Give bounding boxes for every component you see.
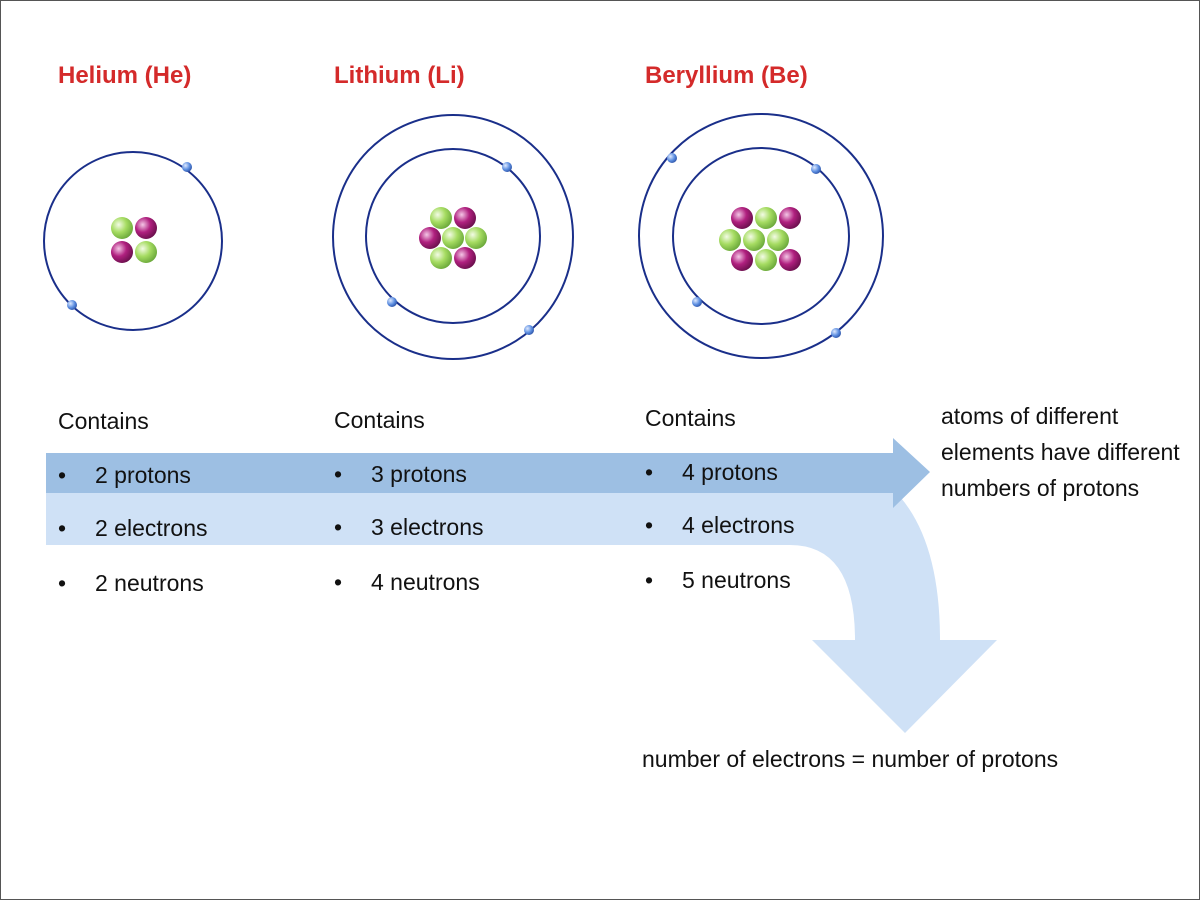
protons-arrow: [46, 438, 930, 508]
electrons-note: number of electrons = number of protons: [642, 746, 1059, 772]
lithium-atom: [332, 114, 574, 360]
helium-atom: [43, 151, 223, 331]
lithium-contains: Contains: [334, 407, 425, 433]
beryllium-atom: [638, 113, 884, 359]
electrons-arrow: [46, 453, 997, 733]
lithium-title: Lithium (Li): [334, 62, 465, 89]
helium-title: Helium (He): [58, 62, 192, 89]
beryllium-contains: Contains: [645, 405, 736, 431]
beryllium-title: Beryllium (Be): [645, 62, 808, 89]
helium-contains: Contains: [58, 408, 149, 434]
protons-note: atoms of different elements have differe…: [941, 403, 1180, 501]
